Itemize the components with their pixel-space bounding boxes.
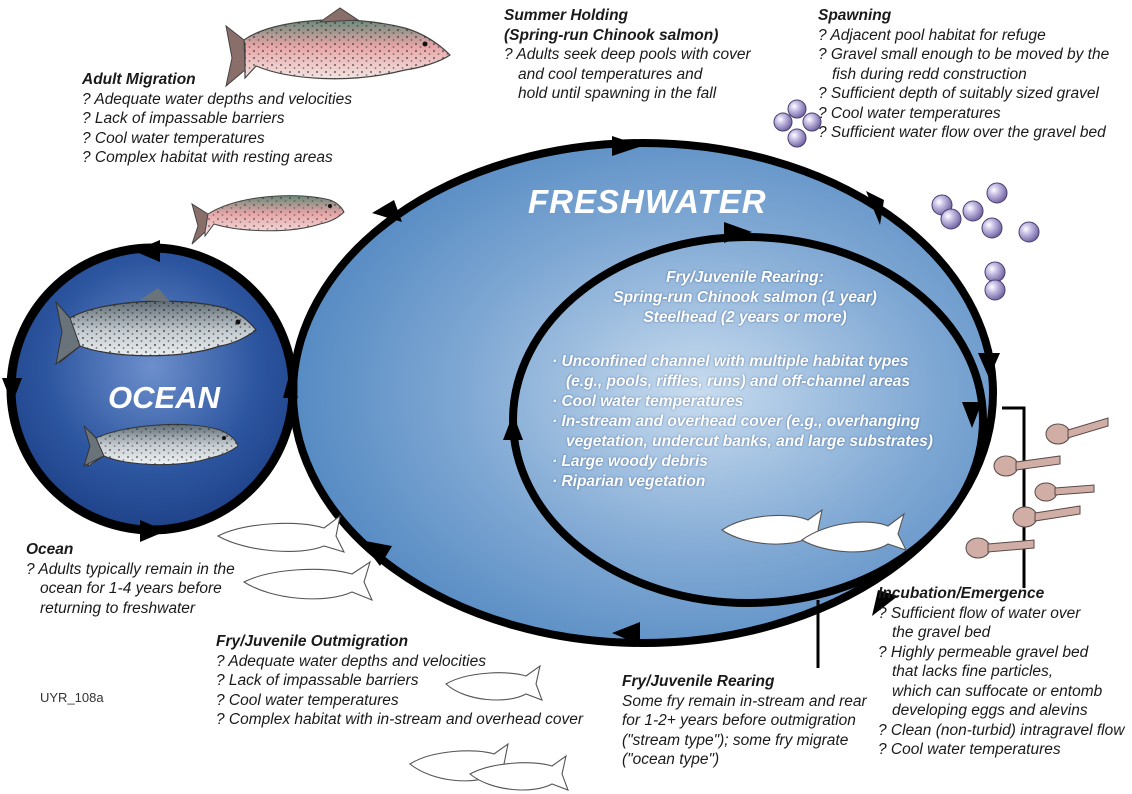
rearing-bottom-line: ("stream type"); some fry migrate (622, 731, 849, 749)
adult-migration-item: ? Adequate water depths and velocities (82, 90, 352, 108)
outmigration-item: ? Lack of impassable barriers (216, 672, 419, 689)
incubation-line: ? Clean (non-turbid) intragravel flow (878, 721, 1125, 739)
rearing-center-title-line: Steelhead (2 years or more) (643, 309, 847, 326)
arrowhead-top-right (866, 191, 884, 225)
ocean-line: returning to freshwater (40, 599, 196, 617)
eggs-cluster-top (773, 99, 822, 148)
adult-salmon-small (191, 195, 345, 245)
arrowhead-inner-left (503, 414, 523, 440)
outmigration-item: ? Complex habitat with in-stream and ove… (216, 711, 584, 728)
incubation-line: ? Sufficient flow of water over (878, 604, 1081, 622)
incubation-line: that lacks fine particles, (892, 663, 1054, 680)
adult-migration-item: ? Cool water temperatures (82, 129, 265, 147)
arrowhead-top (612, 136, 642, 156)
ocean-block: Ocean ? Adults typically remain in the o… (26, 540, 235, 618)
juvenile-fish-inner-1 (721, 508, 826, 548)
summer-holding-title: Summer Holding (504, 7, 629, 24)
spawning-line: ? Gravel small enough to be moved by the (818, 46, 1110, 63)
spawning-block: Spawning ? Adjacent pool habitat for ref… (818, 6, 1109, 143)
summer-holding-line: ? Adults seek deep pools with cover (504, 46, 751, 63)
eggs-cluster-right (931, 182, 1040, 301)
juvenile-fish-bottom-1 (445, 664, 543, 701)
arrowhead-bottom (612, 622, 640, 645)
arrowhead-inner-top (724, 222, 752, 243)
spawning-line: ? Cool water temperatures (818, 104, 1001, 122)
outmigration-item: ? Cool water temperatures (216, 691, 399, 709)
juvenile-fish-left-2 (242, 560, 374, 602)
juvenile-fish-inner-2 (801, 512, 908, 553)
arrowhead-ocean-bottom (140, 520, 166, 542)
rearing-center-bullet: · Riparian vegetation (552, 473, 706, 490)
arrowhead-bottom-left (360, 540, 392, 566)
rearing-center-bullet: · Cool water temperatures (552, 393, 744, 410)
incubation-title: Incubation/Emergence (878, 585, 1045, 602)
arrowhead-right (978, 353, 1000, 378)
incubation-line: the gravel bed (892, 624, 991, 641)
juvenile-fish-left-1 (216, 514, 346, 553)
rearing-center-bullet: · Large woody debris (552, 453, 708, 470)
rearing-center-bullet: · Unconfined channel with multiple habit… (552, 353, 909, 370)
incubation-line: ? Highly permeable gravel bed (878, 643, 1089, 661)
juvenile-fish-group (216, 508, 908, 791)
incubation-line: developing eggs and alevins (892, 702, 1088, 719)
rearing-bottom-line: for 1-2+ years before outmigration (622, 712, 856, 729)
ocean-title: Ocean (26, 541, 74, 558)
juvenile-fish-bottom-3 (469, 754, 569, 791)
spawning-title: Spawning (818, 7, 892, 24)
alevins (965, 417, 1109, 559)
adult-salmon-top (225, 7, 451, 88)
outmigration-title: Fry/Juvenile Outmigration (216, 633, 409, 650)
arrowhead-up-left (283, 372, 298, 398)
cycle-arrowheads (2, 136, 1000, 645)
rearing-center-title: Fry/Juvenile Rearing: Spring-run Chinook… (560, 268, 930, 328)
adult-migration-item: ? Complex habitat with resting areas (82, 149, 333, 166)
rearing-bottom-block: Fry/Juvenile Rearing Some fry remain in-… (622, 672, 867, 770)
incubation-line: which can suffocate or entomb (892, 682, 1103, 700)
arrowhead-inner-right (962, 402, 982, 428)
incubation-connector (1002, 406, 1026, 588)
adult-migration-title: Adult Migration (82, 71, 196, 88)
summer-holding-subtitle: (Spring-run Chinook salmon) (504, 26, 719, 44)
incubation-block: Incubation/Emergence ? Sufficient flow o… (878, 584, 1124, 760)
rearing-center-bullet: (e.g., pools, riffles, runs) and off-cha… (566, 373, 910, 390)
spawning-line: ? Sufficient depth of suitably sized gra… (818, 85, 1099, 102)
connector-lines (816, 406, 1026, 668)
ocean-line: ocean for 1-4 years before (40, 580, 222, 597)
spawning-line: ? Sufficient water flow over the gravel … (818, 124, 1106, 141)
summer-holding-block: Summer Holding (Spring-run Chinook salmo… (504, 6, 751, 104)
figure-code: UYR_108a (40, 690, 104, 705)
freshwater-label: FRESHWATER (528, 183, 767, 220)
arrowhead-ocean-top (134, 240, 160, 262)
rearing-center-bullets: · Unconfined channel with multiple habit… (552, 352, 933, 492)
outmigration-block: Fry/Juvenile Outmigration ? Adequate wat… (216, 632, 583, 730)
summer-holding-line: hold until spawning in the fall (518, 85, 717, 102)
spawning-line: ? Adjacent pool habitat for refuge (818, 26, 1046, 44)
rearing-center-title-line: Fry/Juvenile Rearing: (666, 269, 824, 286)
outmigration-item: ? Adequate water depths and velocities (216, 652, 486, 670)
incubation-line: ? Cool water temperatures (878, 741, 1061, 758)
ocean-salmon-small (83, 424, 239, 468)
arrowhead-ocean-left (2, 378, 22, 404)
rearing-bottom-title: Fry/Juvenile Rearing (622, 673, 775, 690)
rearing-center-bullet: · In-stream and overhead cover (e.g., ov… (552, 413, 920, 430)
ocean-salmon-large (55, 288, 257, 366)
arrowhead-top-left (372, 200, 402, 222)
adult-migration-item: ? Lack of impassable barriers (82, 110, 285, 127)
rearing-bottom-line: Some fry remain in-stream and rear (622, 692, 867, 710)
rearing-center-bullet: vegetation, undercut banks, and large su… (566, 433, 933, 450)
rearing-bottom-line: ("ocean type") (622, 751, 720, 768)
rearing-center-title-line: Spring-run Chinook salmon (1 year) (613, 289, 877, 306)
ocean-label: OCEAN (108, 380, 220, 415)
ocean-line: ? Adults typically remain in the (26, 560, 235, 578)
spawning-line: fish during redd construction (832, 65, 1027, 83)
arrowhead-bottom-right (872, 590, 898, 616)
summer-holding-line: and cool temperatures and (518, 65, 703, 83)
adult-migration-block: Adult Migration ? Adequate water depths … (82, 70, 352, 168)
